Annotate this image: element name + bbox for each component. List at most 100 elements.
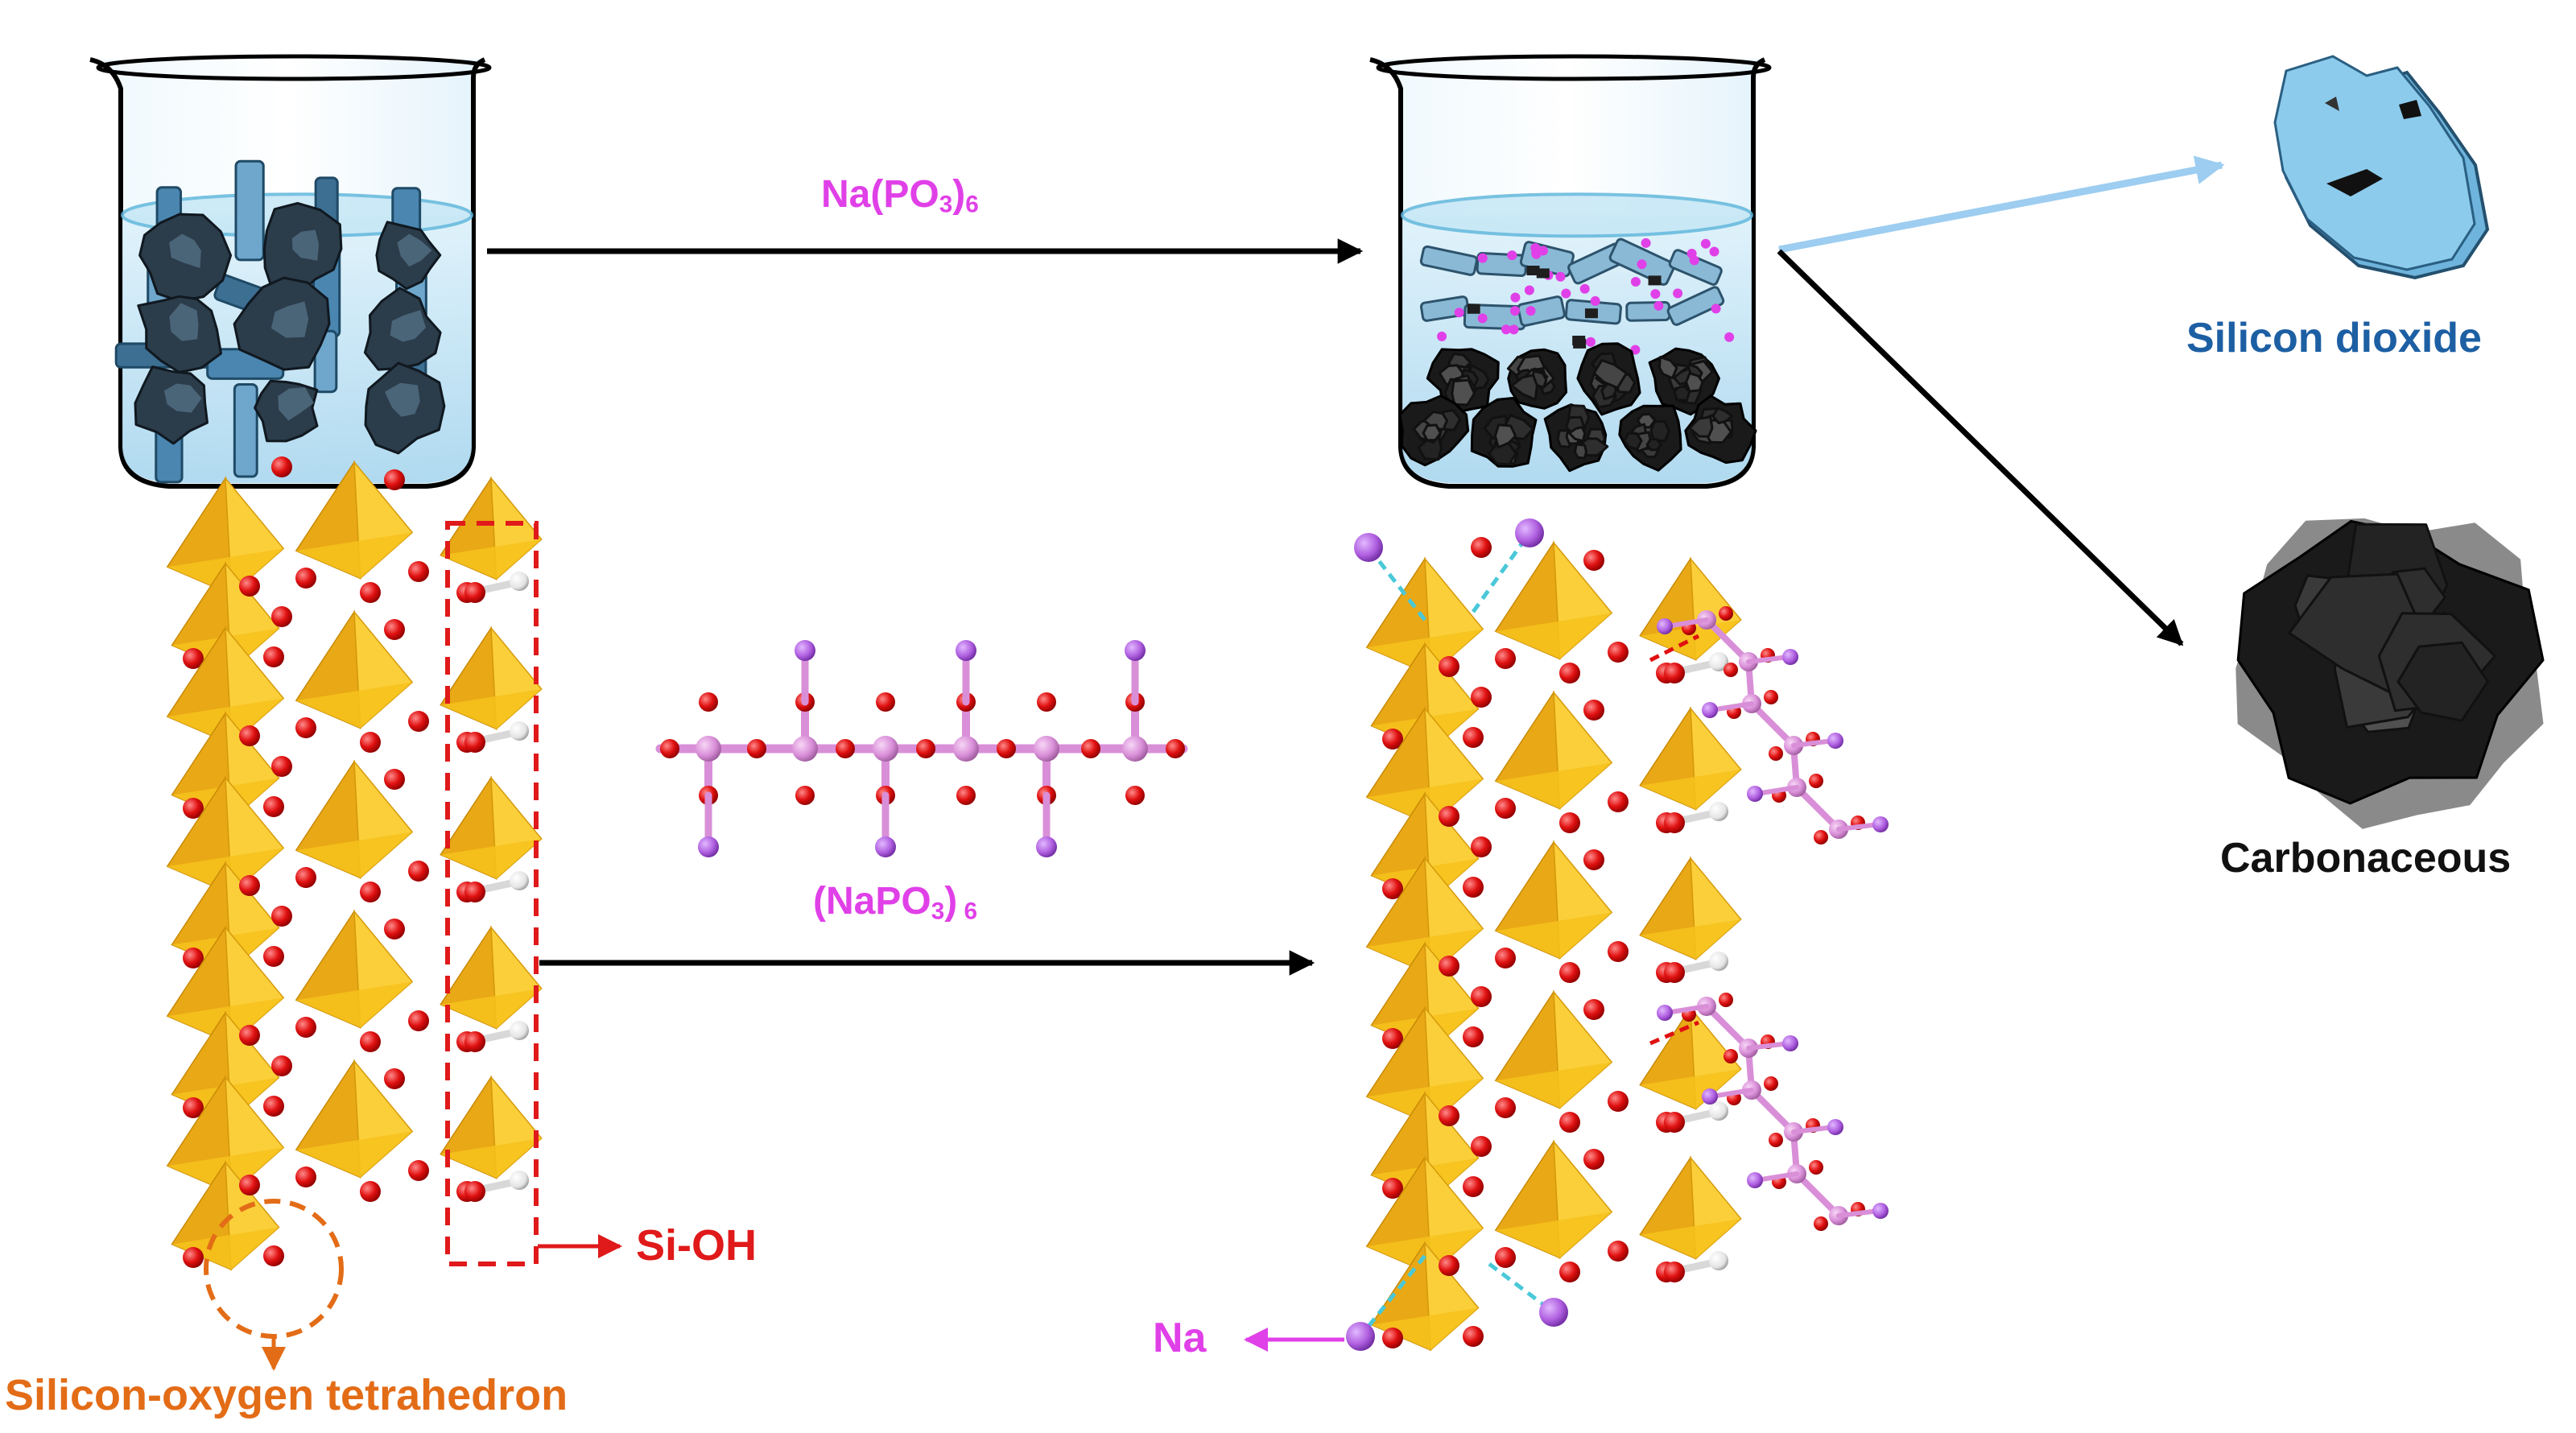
oxygen-atom xyxy=(263,946,284,967)
silica-fragment xyxy=(1666,286,1725,326)
oxygen-atom xyxy=(360,1031,381,1052)
oxygen-atom xyxy=(1382,1328,1403,1348)
tetrahedron-face xyxy=(1640,769,1741,810)
sodium-atom xyxy=(1872,1203,1889,1219)
oxygen-atom xyxy=(384,619,405,640)
oxygen-atom xyxy=(295,1167,316,1187)
oxygen-atom xyxy=(295,568,316,588)
oxygen-atom xyxy=(1764,690,1778,704)
oxygen-atom xyxy=(1664,812,1685,833)
tetrahedron-face xyxy=(295,682,413,729)
hydrogen-atom xyxy=(510,572,529,591)
bond xyxy=(1746,655,1791,664)
si-o-tetrahedron xyxy=(295,609,414,729)
settled-carbon-particle xyxy=(1398,394,1470,467)
tetrahedron-face xyxy=(295,981,413,1028)
si-o-tetrahedron xyxy=(440,775,543,880)
si-o-tetrahedron xyxy=(1639,856,1742,960)
oxygen-atom xyxy=(271,756,292,777)
oxygen-atom xyxy=(997,739,1016,758)
sodium-atom xyxy=(1827,1119,1843,1135)
sodium-atom xyxy=(698,836,719,857)
dispersant-dot xyxy=(1700,238,1711,249)
bond xyxy=(1703,617,1752,665)
oxygen-atom xyxy=(1471,836,1492,857)
oxygen-atom xyxy=(384,1068,405,1089)
oxygen-atom xyxy=(1463,1176,1484,1197)
settled-carbon-particle xyxy=(1506,348,1568,410)
oxygen-atom xyxy=(1559,812,1580,833)
tetrahedron-face xyxy=(440,988,542,1029)
oxygen-atom xyxy=(795,786,815,805)
hydrogen-bond xyxy=(1649,634,1700,663)
oxygen-atom xyxy=(876,692,895,712)
tetrahedron-face xyxy=(1371,1307,1479,1350)
settled-carbon-particle xyxy=(1426,348,1500,414)
oxygen-atom xyxy=(699,692,718,712)
oxygen-atom xyxy=(1559,663,1580,683)
oxygen-atom xyxy=(1814,1216,1828,1231)
beaker-rim xyxy=(96,54,492,81)
oxygen-atom xyxy=(660,739,679,758)
si-oh-highlight-box xyxy=(445,521,539,1266)
oxygen-atom xyxy=(1495,648,1516,669)
dispersant-dot xyxy=(1561,288,1571,299)
si-o-tetrahedron xyxy=(295,759,414,879)
oxygen-atom xyxy=(1439,1105,1459,1126)
si-o-tetrahedron xyxy=(1494,1139,1613,1259)
oxygen-atom xyxy=(464,1031,485,1052)
bond xyxy=(1794,784,1842,832)
silica-rod xyxy=(234,159,265,262)
carbonaceous-label: Carbonaceous xyxy=(2220,835,2512,882)
settled-carbon-particle xyxy=(1470,396,1538,468)
carbon-cluster-highlight xyxy=(291,229,320,261)
phosphorus-atom xyxy=(953,736,979,762)
oxygen-atom xyxy=(1382,1028,1403,1049)
tetrahedron-face xyxy=(1495,613,1612,659)
oxygen-atom xyxy=(239,576,260,597)
tetrahedron-face xyxy=(295,832,413,878)
tetrahedron-face xyxy=(1640,1068,1741,1109)
bond xyxy=(1836,1208,1881,1218)
settled-carbon-particle xyxy=(1543,403,1609,473)
dispersant-dot xyxy=(1590,295,1600,306)
carbon-cluster-highlight xyxy=(278,387,314,421)
sodium-atom xyxy=(795,640,815,661)
tetrahedron-face xyxy=(171,1227,279,1270)
sodium-atom xyxy=(1747,1172,1763,1188)
oxygen-atom xyxy=(1439,1255,1459,1276)
dispersant-dot xyxy=(1724,332,1735,342)
oxygen-atom xyxy=(263,646,284,667)
carbonaceous-particle xyxy=(2235,518,2545,829)
sodium-atom xyxy=(1657,618,1673,634)
settled-carbon-particle xyxy=(1684,394,1757,465)
oxygen-atom xyxy=(1664,1112,1685,1133)
composite-mixture xyxy=(114,159,446,484)
oxygen-atom xyxy=(271,906,292,927)
oxygen-atom xyxy=(464,1181,485,1202)
dispersant-dot xyxy=(1641,237,1651,248)
oxygen-atom xyxy=(1608,642,1629,663)
tetrahedron-face xyxy=(1495,912,1612,959)
si-o-tetrahedron xyxy=(440,476,543,580)
carbon-bit xyxy=(1648,275,1662,286)
sodium-atom xyxy=(956,640,976,661)
oxygen-atom xyxy=(1166,739,1185,758)
dispersant-dot xyxy=(1477,253,1488,263)
oxygen-atom xyxy=(239,725,260,746)
sodium-atom xyxy=(1515,518,1544,547)
oxygen-atom xyxy=(464,882,485,902)
bond xyxy=(1664,617,1709,629)
dispersant-dot xyxy=(1653,300,1664,311)
oxygen-atom xyxy=(1608,1241,1629,1262)
oxygen-atom xyxy=(183,948,204,968)
oxygen-atom xyxy=(271,1055,292,1076)
oxygen-atom xyxy=(464,582,485,603)
dispersant-dot xyxy=(1525,306,1536,316)
oxygen-atom xyxy=(1382,878,1403,899)
bond xyxy=(1746,1041,1791,1051)
na-coordination-bond xyxy=(1471,531,1532,613)
reagent-label-top: Na(PO3)6 xyxy=(821,173,979,218)
settled-carbon-particle xyxy=(1618,404,1682,472)
